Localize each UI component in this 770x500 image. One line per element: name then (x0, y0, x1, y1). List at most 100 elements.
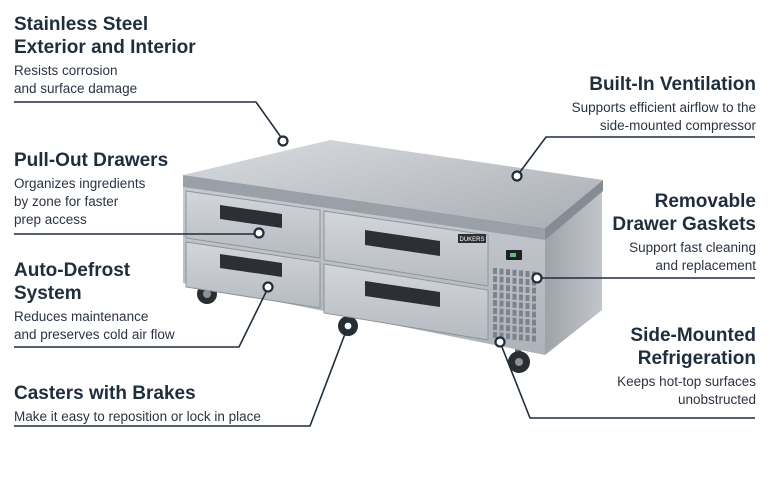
vent-slot (532, 335, 536, 342)
vent-slot (506, 317, 510, 324)
vent-slot (499, 276, 504, 283)
vent-slot (499, 332, 504, 339)
top-side-lip (545, 180, 603, 240)
dot-gaskets (531, 272, 543, 284)
vent-slot (532, 327, 536, 334)
vent-slot (493, 316, 497, 322)
vent-slot (506, 325, 510, 332)
callout-stainless-steel: Stainless Steel Exterior and Interior Re… (14, 13, 274, 98)
vent-slot (499, 268, 504, 275)
vent-slot (499, 316, 504, 323)
vent-slot (506, 293, 510, 300)
callout-description: Reduces maintenance and preserves cold a… (14, 309, 175, 342)
vent-slot (519, 310, 523, 317)
vent-slot (525, 335, 530, 341)
vent-slot (506, 333, 510, 340)
vent-slot (519, 318, 523, 325)
vent-slot (506, 269, 510, 276)
vent-slot (499, 300, 504, 307)
vent-slot (525, 271, 530, 277)
vent-slot (532, 311, 536, 318)
vent-slot (525, 295, 530, 301)
vent-slot (512, 301, 517, 308)
vent-slot (512, 277, 517, 284)
vent-slot (519, 278, 523, 285)
callout-pull-out-drawers: Pull-Out Drawers Organizes ingredients b… (14, 149, 234, 229)
callout-title: Pull-Out Drawers (14, 150, 169, 171)
leader-refrigeration (499, 341, 755, 419)
dot-refrigeration (494, 336, 506, 348)
vent-slot (499, 308, 504, 315)
vent-slot (493, 332, 497, 338)
vent-slot (512, 317, 517, 324)
vent-slot (519, 334, 523, 341)
callout-description: Make it easy to reposition or lock in pl… (14, 409, 261, 424)
vent-slot (532, 295, 536, 302)
vent-slot (519, 270, 523, 277)
callout-title: Built-In Ventilation (589, 74, 756, 95)
callout-description: Support fast cleaning and replacement (629, 240, 756, 273)
leader-casters (14, 325, 349, 427)
vent-slot (493, 308, 497, 314)
vent-slot (506, 301, 510, 308)
vent-slot (512, 269, 517, 276)
callout-casters: Casters with Brakes Make it easy to repo… (14, 382, 314, 426)
vent-slot (532, 319, 536, 326)
vent-slot (525, 303, 530, 309)
callout-description: Organizes ingredients by zone for faster… (14, 176, 146, 227)
dot-defrost (262, 281, 274, 293)
vent-slot (512, 325, 517, 332)
vent-slot (493, 324, 497, 330)
vent-slot (499, 284, 504, 291)
callout-removable-gaskets: Removable Drawer Gaskets Support fast cl… (560, 190, 756, 275)
brand-label: DUKERS (459, 237, 484, 243)
vent-slot (525, 279, 530, 285)
stainless-steel-top (183, 140, 603, 228)
vent-slot (525, 319, 530, 325)
top-front-lip (183, 175, 545, 240)
brand-plate (458, 234, 486, 243)
drawer-bottom-right (323, 263, 489, 341)
vent-slot (519, 294, 523, 301)
callout-description: Keeps hot-top surfaces unobstructed (617, 374, 756, 407)
drawer-top-right (323, 210, 489, 287)
vent-slot (519, 286, 523, 293)
callout-title: Stainless Steel Exterior and Interior (14, 14, 196, 58)
vent-slot (506, 309, 510, 316)
leader-ventilation (516, 136, 755, 177)
callout-title: Casters with Brakes (14, 383, 196, 404)
vent-slot (532, 287, 536, 294)
leader-stainless (14, 101, 284, 141)
vent-slot (512, 333, 517, 340)
callout-title: Removable Drawer Gaskets (612, 191, 756, 235)
dot-casters (342, 320, 354, 332)
callout-auto-defrost: Auto-Defrost System Reduces maintenance … (14, 259, 244, 344)
vent-slot (532, 303, 536, 310)
vent-slot (493, 300, 497, 306)
dot-stainless (277, 135, 289, 147)
callout-title: Side-Mounted Refrigeration (630, 325, 756, 369)
vent-slot (519, 326, 523, 333)
vent-slot (493, 268, 497, 274)
callout-side-mounted-refrigeration: Side-Mounted Refrigeration Keeps hot-top… (560, 324, 756, 409)
vent-slot (512, 285, 517, 292)
vent-slot (525, 287, 530, 293)
vent-slot (512, 309, 517, 316)
cabinet-side-panel (545, 190, 602, 355)
callout-title: Auto-Defrost System (14, 260, 131, 304)
vent-slot (512, 293, 517, 300)
ventilation-grille (493, 268, 536, 342)
dot-ventilation (511, 170, 523, 182)
vent-slot (493, 284, 497, 290)
dot-drawers (253, 227, 265, 239)
callout-description: Supports efficient airflow to the side-m… (571, 100, 756, 133)
callout-description: Resists corrosion and surface damage (14, 63, 138, 96)
vent-slot (506, 277, 510, 284)
vent-slot (506, 285, 510, 292)
drawer-bottom-left (185, 241, 321, 309)
vent-slot (499, 324, 504, 331)
caster-front-right (508, 347, 530, 373)
vent-slot (493, 292, 497, 298)
vent-slot (519, 302, 523, 309)
